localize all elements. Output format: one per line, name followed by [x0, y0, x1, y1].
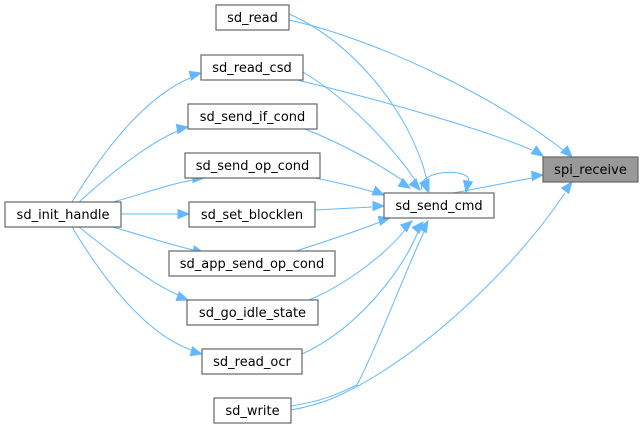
edge-arrowhead	[419, 179, 429, 194]
edge-sd_send_if_cond-to-sd_send_cmd	[304, 128, 412, 189]
edge-sd_init_handle-to-sd_read_ocr	[71, 226, 204, 357]
node-spi-receive[interactable]: spi_receive	[542, 156, 639, 183]
edge-line	[288, 13, 428, 181]
node-box[interactable]	[542, 156, 639, 183]
edge-sd_read_csd-to-sd_send_cmd	[302, 71, 421, 191]
edge-arrowhead	[399, 220, 413, 233]
node-box[interactable]	[188, 201, 316, 228]
edge-sd_send_op_cond-to-sd_send_cmd	[314, 177, 386, 196]
node-box[interactable]	[383, 192, 495, 219]
edges-layer	[71, 13, 573, 411]
edge-line	[295, 221, 381, 252]
edge-sd_send_cmd-to-sd_send_cmd	[419, 171, 474, 194]
edge-arrowhead	[462, 179, 474, 194]
node-label: spi_receive	[554, 163, 627, 178]
edge-sd_set_blocklen-to-sd_send_cmd	[314, 200, 386, 212]
edge-sd_init_handle-to-sd_set_blocklen	[121, 208, 191, 220]
edge-arrowhead	[530, 145, 545, 157]
nodes-layer: sd_read sd_read_csd sd_send_if_cond sd_send…	[4, 4, 639, 424]
edge-line	[304, 128, 403, 181]
node-label: sd_read_ocr	[213, 355, 291, 370]
node-label: sd_send_op_cond	[196, 159, 310, 174]
edge-line	[78, 130, 179, 203]
node-label: sd_set_blocklen	[201, 208, 303, 223]
edge-sd_init_handle-to-sd_send_if_cond	[78, 123, 190, 203]
edge-line	[71, 77, 191, 203]
edge-line	[112, 226, 194, 251]
edge-sd_read-to-spi_receive	[288, 19, 573, 158]
node-box[interactable]	[184, 152, 321, 179]
edge-sd_go_idle_state-to-sd_send_cmd	[308, 220, 413, 301]
edge-line	[301, 231, 419, 355]
node-sd-send-op-cond[interactable]: sd_send_op_cond	[184, 152, 321, 179]
node-sd-send-cmd[interactable]: sd_send_cmd	[383, 192, 495, 219]
node-label: sd_send_if_cond	[200, 110, 306, 125]
edge-arrowhead	[408, 177, 421, 191]
edge-arrowhead	[188, 70, 203, 81]
edge-arrowhead	[560, 145, 573, 158]
edge-line	[452, 177, 533, 194]
node-label: sd_go_idle_state	[199, 306, 306, 321]
edge-arrowhead	[175, 123, 190, 135]
edge-line	[290, 231, 425, 407]
edge-arrowhead	[371, 185, 386, 196]
edge-line	[71, 226, 192, 351]
edge-arrowhead	[175, 291, 190, 301]
edge-sd_send_cmd-to-spi_receive	[452, 170, 545, 194]
node-sd-read-ocr[interactable]: sd_read_ocr	[201, 348, 303, 375]
node-box[interactable]	[168, 250, 336, 277]
edge-line	[288, 19, 564, 151]
edge-arrowhead	[531, 170, 545, 182]
node-sd-app-send-op-cond[interactable]: sd_app_send_op_cond	[168, 250, 336, 277]
edge-sd_read_csd-to-spi_receive	[296, 79, 545, 157]
node-label: sd_write	[225, 404, 279, 419]
node-label: sd_init_handle	[17, 208, 110, 223]
edge-sd_read_ocr-to-sd_send_cmd	[301, 221, 424, 355]
edge-line	[302, 71, 416, 181]
edge-line	[78, 226, 179, 296]
node-sd-init-handle[interactable]: sd_init_handle	[4, 201, 122, 228]
edge-arrowhead	[560, 180, 573, 195]
node-box[interactable]	[215, 4, 290, 31]
node-label: sd_app_send_op_cond	[180, 257, 325, 272]
edge-line	[314, 177, 374, 193]
node-label: sd_send_cmd	[395, 199, 482, 214]
node-sd-send-if-cond[interactable]: sd_send_if_cond	[187, 103, 318, 130]
edge-arrowhead	[372, 200, 386, 212]
node-label: sd_read_csd	[212, 61, 291, 76]
node-sd-write[interactable]: sd_write	[213, 397, 292, 424]
edge-sd_write-to-spi_receive	[290, 180, 573, 411]
edge-sd_write-to-sd_send_cmd	[290, 219, 429, 407]
node-box[interactable]	[4, 201, 122, 228]
node-label: sd_read	[227, 11, 278, 26]
node-sd-read-csd[interactable]: sd_read_csd	[200, 54, 304, 81]
edge-line	[290, 192, 566, 411]
node-sd-read[interactable]: sd_read	[215, 4, 290, 31]
edge-line	[112, 179, 194, 203]
node-sd-go-idle-state[interactable]: sd_go_idle_state	[186, 299, 319, 326]
edge-line	[314, 206, 373, 211]
node-box[interactable]	[200, 54, 304, 81]
node-box[interactable]	[201, 348, 303, 375]
edge-arrowhead	[397, 177, 412, 189]
edge-arrowhead	[417, 219, 429, 234]
node-box[interactable]	[187, 103, 318, 130]
node-box[interactable]	[186, 299, 319, 326]
edge-line	[296, 79, 533, 151]
node-sd-set-blocklen[interactable]: sd_set_blocklen	[188, 201, 316, 228]
edge-sd_init_handle-to-sd_read_csd	[71, 70, 203, 203]
node-box[interactable]	[213, 397, 292, 424]
edge-arrowhead	[177, 208, 191, 220]
edge-sd_init_handle-to-sd_go_idle_state	[78, 226, 190, 301]
edge-arrowhead	[189, 346, 204, 357]
edge-line	[308, 229, 406, 301]
